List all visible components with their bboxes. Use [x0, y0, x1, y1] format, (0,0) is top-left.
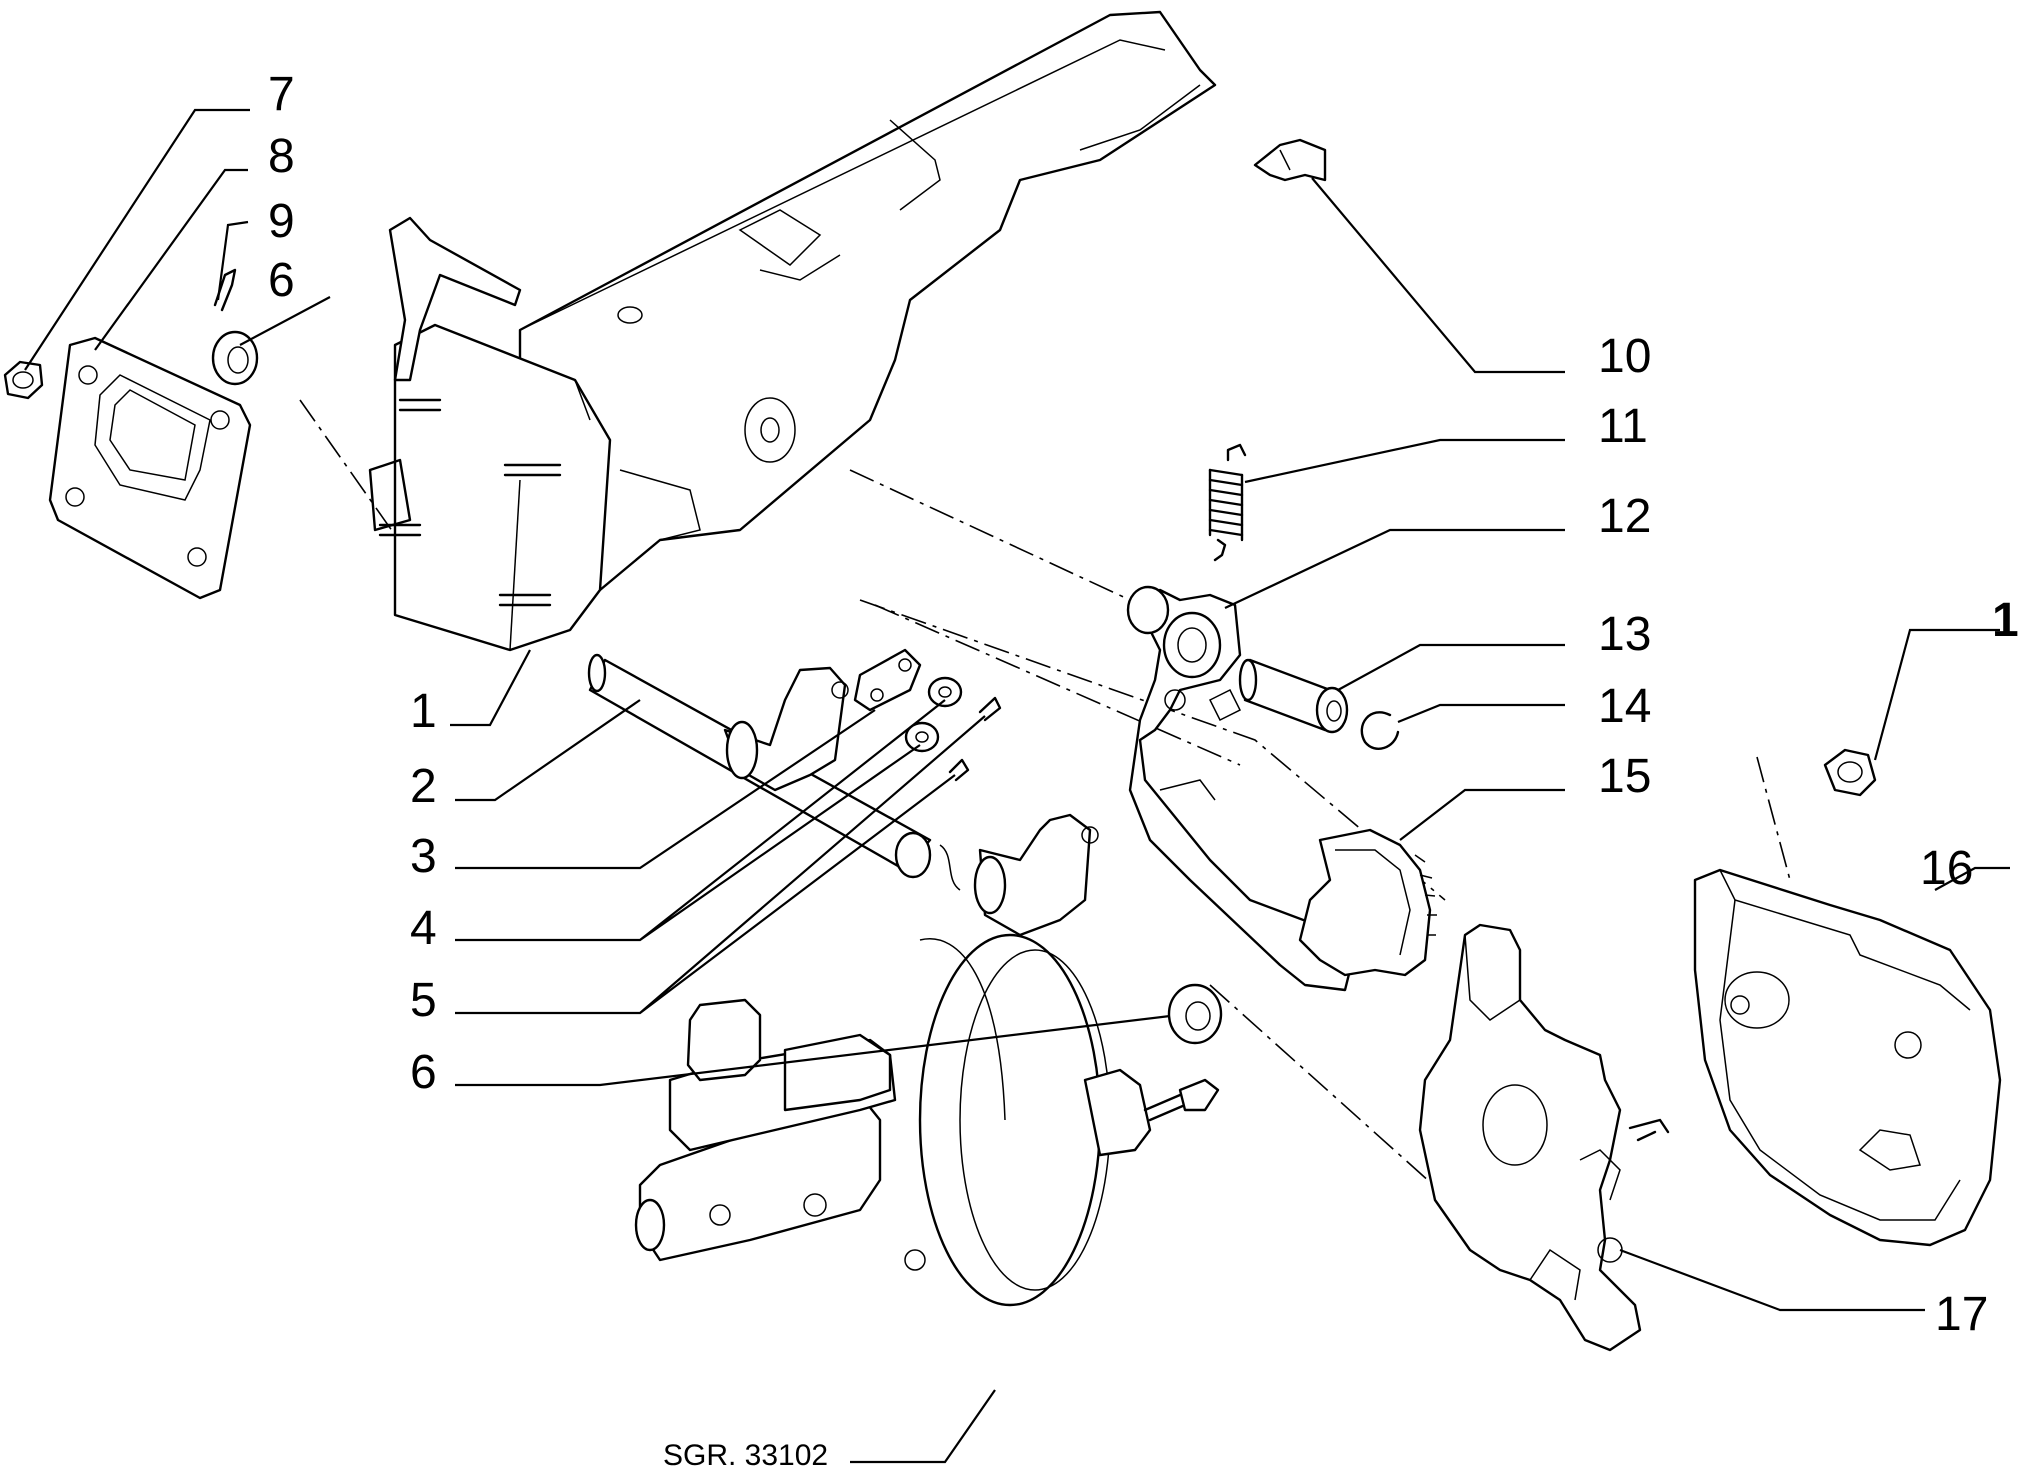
pedal-bracket-part-17 — [1418, 923, 1670, 1352]
circlip-part-14 — [1360, 711, 1400, 750]
callout-18: 18 — [1992, 594, 2019, 647]
bushing-part-13 — [1238, 658, 1349, 734]
callout-14: 14 — [1598, 680, 1651, 733]
callout-6-top: 6 — [268, 254, 295, 307]
pedal-box-plate — [368, 216, 612, 652]
callout-1: 1 — [410, 685, 437, 738]
brake-booster-master-cylinder — [634, 933, 1220, 1307]
callout-12: 12 — [1598, 490, 1651, 543]
callout-17: 17 — [1935, 1288, 1988, 1341]
callout-7: 7 — [268, 68, 295, 121]
callout-6-lower: 6 — [410, 1046, 437, 1099]
callout-16: 16 — [1920, 842, 1973, 895]
nut-part-7 — [3, 360, 44, 400]
pedal-shaft-part-2 — [587, 653, 1099, 937]
callout-10: 10 — [1598, 330, 1651, 383]
washers-part-4 — [904, 676, 963, 753]
callout-3: 3 — [410, 830, 437, 883]
callout-5: 5 — [410, 974, 437, 1027]
clip-part-10 — [1253, 138, 1327, 182]
pedal-support-bracket — [518, 10, 1217, 592]
seal-ring-part-6-lower — [1167, 983, 1223, 1045]
callout-8: 8 — [268, 130, 295, 183]
nut-part-18 — [1823, 748, 1877, 797]
leader-lines — [24, 108, 2010, 1464]
callout-2: 2 — [410, 760, 437, 813]
pin-part-9 — [213, 268, 237, 312]
callout-13: 13 — [1598, 608, 1651, 661]
callout-4: 4 — [410, 902, 437, 955]
drawing-code: SGR. 33102 — [663, 1439, 828, 1469]
link-plate-part-3 — [853, 648, 922, 712]
callout-15: 15 — [1598, 750, 1651, 803]
clips-part-5 — [948, 696, 1002, 782]
callout-11: 11 — [1598, 400, 1648, 453]
pedal-cover-part-16 — [1693, 868, 2002, 1247]
seal-ring-part-6-top — [211, 330, 259, 386]
gasket-plate-part-8 — [48, 336, 252, 600]
callout-9: 9 — [268, 195, 295, 248]
callout-labels: 1 2 3 4 5 6 7 8 9 6 10 11 12 13 14 15 16… — [268, 68, 2019, 1469]
pedal-pad-part-15 — [1298, 828, 1437, 977]
return-spring-part-11 — [1208, 443, 1247, 562]
